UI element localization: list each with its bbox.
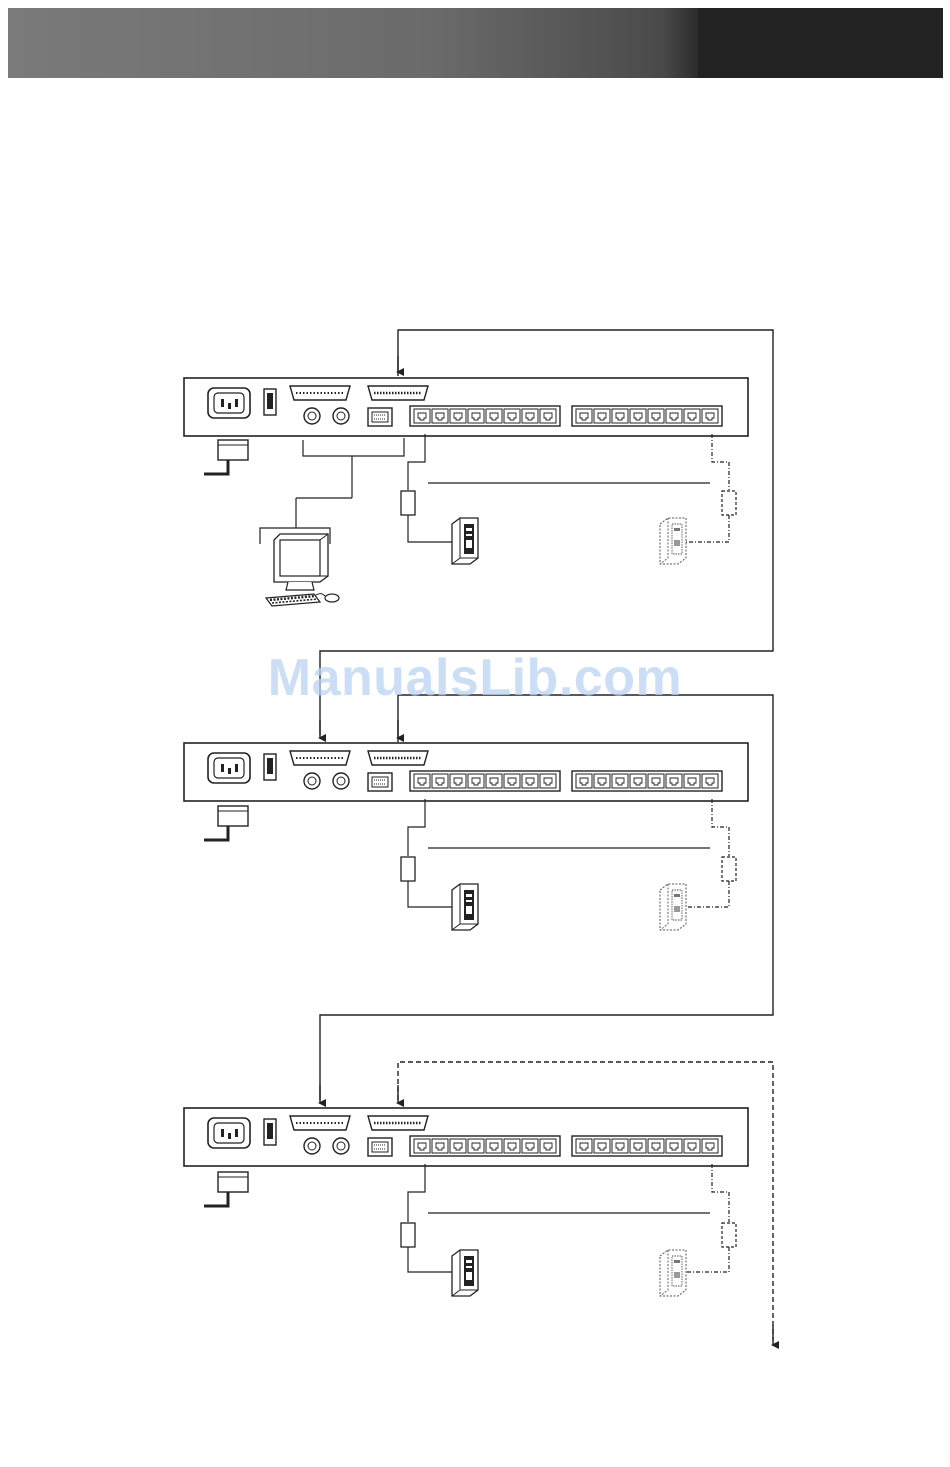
switch-unit-1 [184, 378, 748, 606]
power-plug-2 [204, 806, 248, 840]
server-icon-dashed [660, 518, 686, 564]
power-plug-3 [204, 1172, 248, 1206]
power-plug-1 [204, 440, 248, 474]
switch-unit-2 [184, 743, 748, 930]
console-workstation [266, 534, 339, 606]
server-icon [452, 518, 478, 564]
daisy-chain-cables [320, 330, 773, 1345]
switch-unit-3 [184, 1108, 748, 1296]
